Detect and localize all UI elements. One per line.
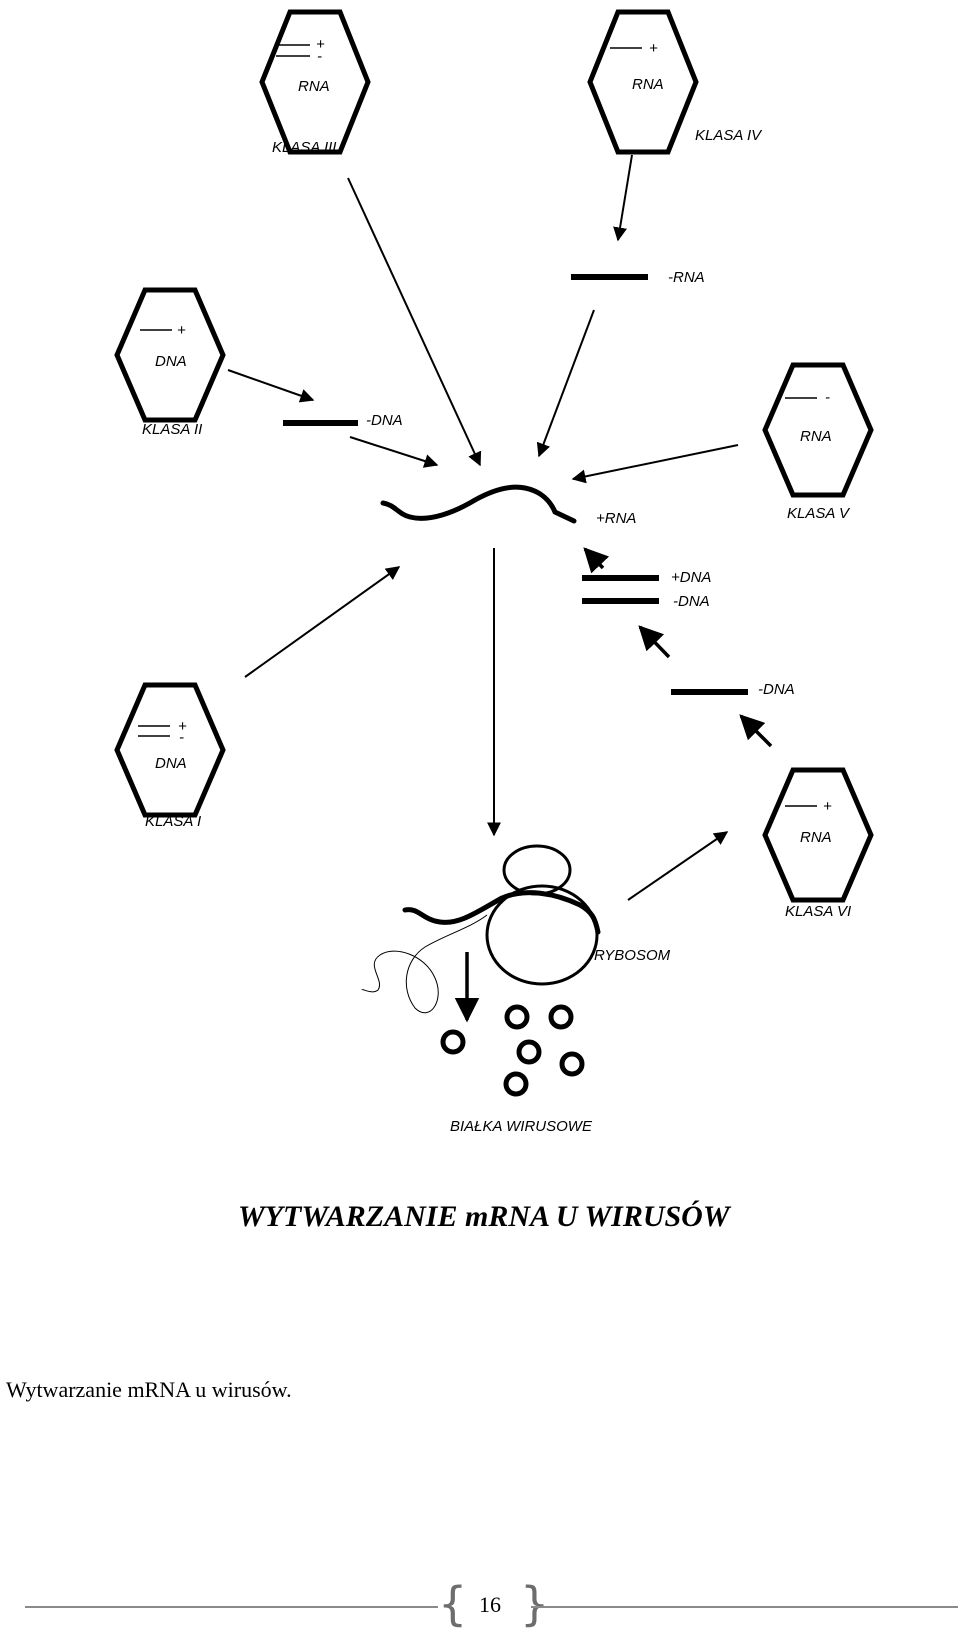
class-label: KLASA VI bbox=[785, 903, 851, 920]
mrna-label: +RNA bbox=[596, 510, 636, 527]
arrow-ribosome-to-class-6 bbox=[627, 831, 729, 901]
class-label: KLASA I bbox=[145, 813, 201, 830]
arrow-minus-dna-to-mrna bbox=[349, 436, 439, 468]
molecule-label: DNA bbox=[155, 755, 187, 772]
class-label: KLASA III bbox=[272, 139, 336, 156]
minus-dna-label-pair: -DNA bbox=[673, 593, 710, 610]
virus-class-3: + - RNA KLASA III bbox=[259, 9, 371, 156]
molecule-label: RNA bbox=[800, 829, 832, 846]
minus-rna-label: -RNA bbox=[668, 269, 705, 286]
viral-protein bbox=[440, 1029, 466, 1055]
viral-protein bbox=[503, 1071, 529, 1097]
footer-rule-left bbox=[25, 1606, 438, 1608]
molecule-label: RNA bbox=[800, 428, 832, 445]
ribosome-large-subunit bbox=[485, 884, 599, 986]
virus-class-2: + DNA KLASA II bbox=[114, 287, 226, 438]
mrna-strand bbox=[380, 484, 577, 524]
arrow-dna-pair-to-mrna bbox=[583, 547, 610, 574]
class-label: KLASA IV bbox=[695, 127, 763, 144]
page-number: 16 bbox=[479, 1592, 501, 1617]
arrow-class-4-to-minus-rna bbox=[613, 154, 633, 242]
viral-protein bbox=[559, 1051, 585, 1077]
virus-class-6: + RNA KLASA VI bbox=[762, 767, 874, 920]
diagram-title: WYTWARZANIE mRNA U WIRUSÓW bbox=[238, 1200, 732, 1233]
class-label: KLASA V bbox=[787, 505, 851, 522]
viral-protein bbox=[548, 1004, 574, 1030]
virus-class-1: + - DNA KLASA I bbox=[114, 682, 226, 830]
virus-class-5: - RNA KLASA V bbox=[762, 362, 874, 522]
viral-proteins-label: BIAŁKA WIRUSOWE bbox=[450, 1118, 593, 1135]
figure-caption: Wytwarzanie mRNA u wirusów. bbox=[6, 1377, 292, 1402]
strand-sign-plus: + bbox=[316, 36, 325, 53]
arrow-class-6-to-minus-dna bbox=[739, 714, 773, 748]
capsid-hexagon bbox=[114, 287, 226, 423]
viral-protein bbox=[516, 1039, 542, 1065]
strand-sign-plus: + bbox=[177, 322, 186, 339]
mrna-on-ribosome bbox=[402, 890, 601, 935]
arrow-class-3-to-mrna bbox=[347, 177, 482, 467]
class-label: KLASA II bbox=[142, 421, 202, 438]
arrow-class-2-to-minus-dna bbox=[227, 369, 315, 403]
strand-sign-plus: + bbox=[823, 798, 832, 815]
capsid-hexagon bbox=[762, 362, 874, 498]
right-brace-icon: } bbox=[520, 1577, 550, 1631]
strand-sign-minus: - bbox=[317, 48, 322, 65]
minus-dna-label-class-6: -DNA bbox=[758, 681, 795, 698]
strand-sign-minus: - bbox=[825, 389, 830, 406]
page-footer: { 16 } bbox=[0, 1580, 960, 1636]
capsid-hexagon bbox=[259, 9, 371, 155]
strand-sign-plus: + bbox=[178, 718, 187, 735]
ribosome-label: RYBOSOM bbox=[594, 947, 671, 964]
molecule-label: RNA bbox=[632, 76, 664, 93]
plus-dna-label: +DNA bbox=[671, 569, 711, 586]
viral-protein bbox=[504, 1004, 530, 1030]
minus-dna-label-class-2: -DNA bbox=[366, 412, 403, 429]
left-brace-icon: { bbox=[438, 1577, 468, 1631]
capsid-hexagon bbox=[762, 767, 874, 903]
arrow-class-1-to-mrna bbox=[244, 566, 401, 678]
molecule-label: RNA bbox=[298, 78, 330, 95]
nascent-protein-chain bbox=[361, 914, 488, 1014]
molecule-label: DNA bbox=[155, 353, 187, 370]
strand-sign-plus: + bbox=[649, 40, 658, 57]
capsid-hexagon bbox=[114, 682, 226, 818]
arrow-minus-rna-to-mrna bbox=[536, 309, 595, 458]
mrna-synthesis-diagram: + - RNA KLASA III + RNA KLASA IV + DNA K… bbox=[114, 9, 874, 1233]
footer-rule-right bbox=[531, 1606, 958, 1608]
capsid-hexagon bbox=[587, 9, 699, 155]
viral-proteins: BIAŁKA WIRUSOWE bbox=[440, 1004, 593, 1135]
arrow-class-5-to-mrna bbox=[571, 444, 739, 484]
strand-sign-minus: - bbox=[179, 729, 184, 746]
ribosome: RYBOSOM bbox=[361, 844, 671, 1014]
arrow-minus-dna-to-dna-pair bbox=[638, 625, 671, 659]
virus-class-4: + RNA KLASA IV bbox=[587, 9, 763, 155]
